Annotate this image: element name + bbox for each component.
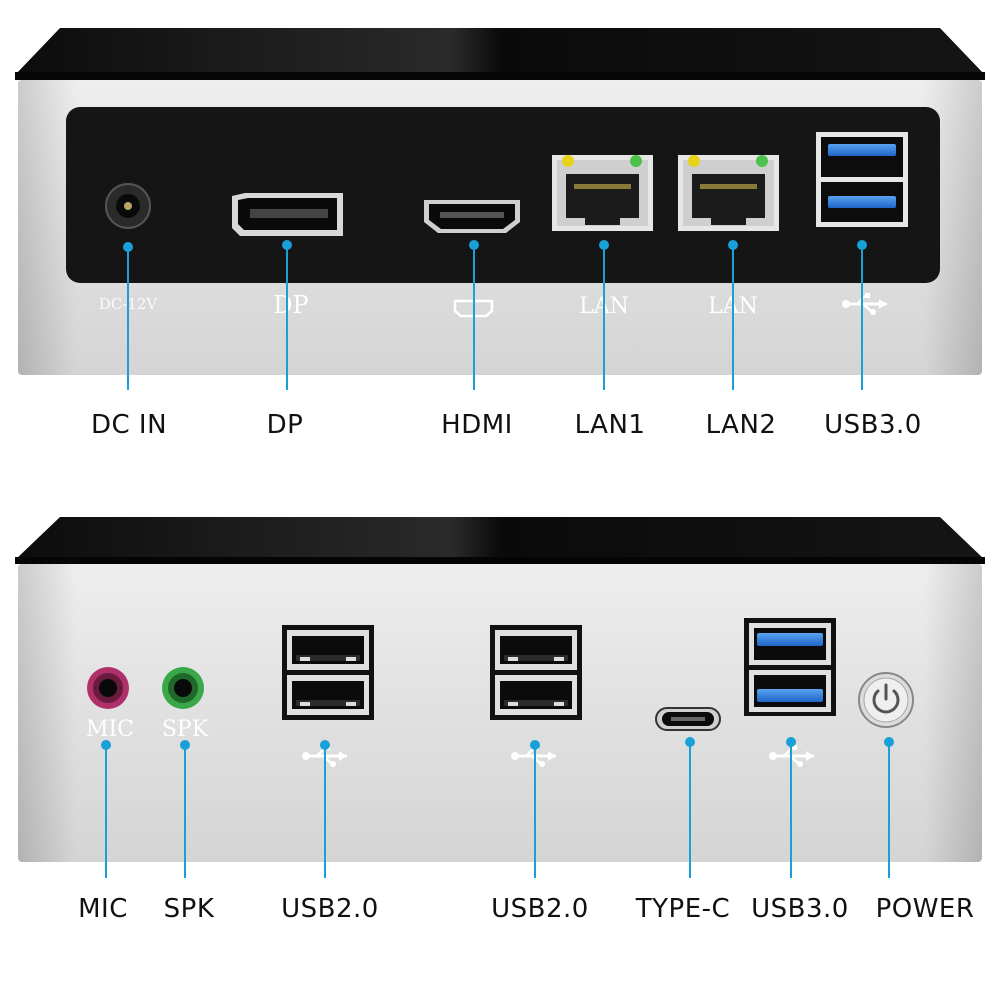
callout-mic: MIC [78, 894, 128, 924]
mic-jack [87, 667, 129, 709]
callout-dp: DP [266, 410, 304, 440]
callout-hdmi: HDMI [441, 410, 513, 440]
mic-silkscreen: MIC [86, 717, 134, 742]
lan2-port [678, 155, 779, 231]
dc-power-jack [105, 183, 151, 229]
usb3-front-port [744, 618, 836, 716]
power-icon [858, 672, 914, 728]
spk-jack [162, 667, 204, 709]
callout-usb2-a: USB2.0 [281, 894, 379, 924]
rear-leader-dots [123, 240, 867, 252]
usb2-port-b [490, 625, 582, 720]
callout-usb3-front: USB3.0 [751, 894, 849, 924]
lan1-port [552, 155, 653, 231]
front-panel-device: MIC SPK [15, 517, 985, 862]
callout-usb2-b: USB2.0 [491, 894, 589, 924]
displayport-port [232, 193, 343, 236]
callout-dc-in: DC IN [90, 410, 168, 440]
callout-power: POWER [875, 894, 975, 924]
rear-panel-device: DC-12V DP LAN LAN [15, 28, 985, 375]
callout-usb3-rear: USB3.0 [824, 410, 922, 440]
callout-lan1: LAN1 [574, 410, 646, 440]
usb2-port-a [282, 625, 374, 720]
dp-silkscreen: DP [273, 291, 308, 319]
callout-type-c: TYPE-C [635, 894, 731, 924]
usb3-rear-port [816, 132, 908, 227]
callout-lan2: LAN2 [705, 410, 777, 440]
front-leader-lines [105, 742, 890, 878]
hdmi-port [424, 200, 520, 233]
callout-spk: SPK [163, 894, 215, 924]
rear-leader-lines [127, 245, 863, 390]
hdmi-icon [453, 299, 494, 318]
front-leader-dots [101, 737, 894, 750]
type-c-port [655, 707, 721, 731]
spk-silkscreen: SPK [162, 717, 209, 742]
